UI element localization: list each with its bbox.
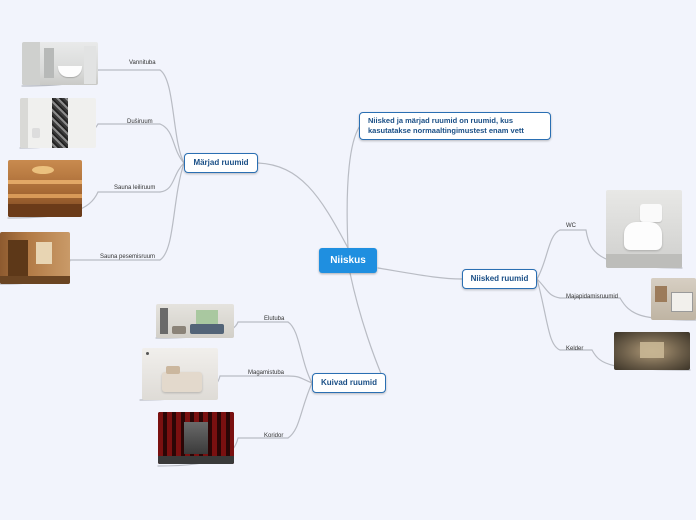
- utility-room-photo[interactable]: [651, 278, 696, 320]
- branch-wet-rooms-label: Märjad ruumid: [193, 158, 249, 167]
- corridor-photo[interactable]: [158, 412, 234, 464]
- root-topic[interactable]: Niiskus: [319, 248, 377, 273]
- branch-wet-rooms[interactable]: Märjad ruumid: [184, 153, 258, 173]
- wc-photo[interactable]: [606, 190, 682, 268]
- leaf-label-wc: WC: [566, 223, 576, 229]
- bedroom-photo[interactable]: [142, 348, 218, 400]
- basement-photo[interactable]: [614, 332, 690, 370]
- leaf-label-sauna-pesemisruum: Sauna pesemisruum: [100, 254, 156, 260]
- branch-dry-rooms[interactable]: Kuivad ruumid: [312, 373, 386, 393]
- branch-damp-rooms-label: Niisked ruumid: [470, 274, 529, 283]
- branch-dry-rooms-label: Kuivad ruumid: [320, 378, 377, 387]
- leaf-label-dusiruum: Duširuum: [127, 119, 153, 125]
- leaf-label-koridor: Koridor: [264, 433, 284, 439]
- shower-room-photo[interactable]: [20, 98, 96, 148]
- leaf-label-magamistuba: Magamistuba: [248, 370, 285, 376]
- leaf-label-elutuba: Elutuba: [264, 316, 285, 322]
- leaf-label-kelder: Kelder: [566, 346, 584, 352]
- living-room-photo[interactable]: [156, 304, 234, 338]
- definition-note-text: Niisked ja märjad ruumid on ruumid, kus …: [368, 116, 524, 135]
- sauna-steam-room-photo[interactable]: [8, 160, 82, 217]
- definition-note[interactable]: Niisked ja märjad ruumid on ruumid, kus …: [359, 112, 551, 140]
- leaf-label-sauna-leiliruum: Sauna leiliruum: [114, 185, 156, 191]
- root-topic-label: Niiskus: [330, 255, 366, 266]
- sauna-washing-room-photo[interactable]: [0, 232, 70, 284]
- branch-damp-rooms[interactable]: Niisked ruumid: [462, 269, 537, 289]
- bathroom-photo[interactable]: [22, 42, 98, 85]
- leaf-label-majapidamisruumid: Majapidamisruumid: [566, 294, 619, 300]
- leaf-label-vannituba: Vannituba: [129, 60, 156, 66]
